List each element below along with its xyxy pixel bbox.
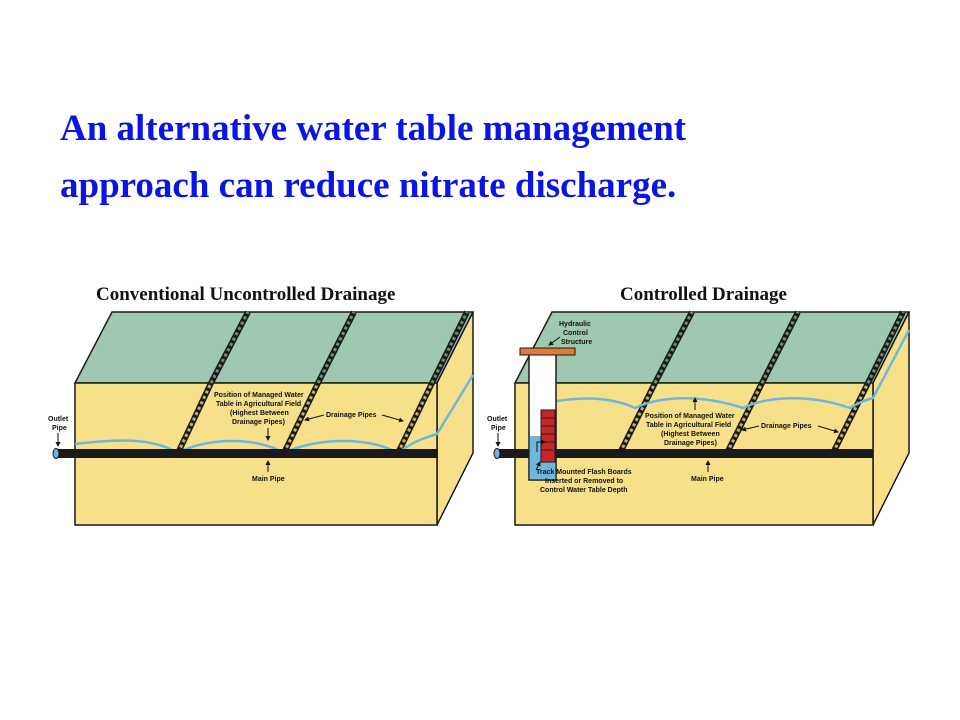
- slide-title: An alternative water table management ap…: [60, 100, 920, 214]
- left-drainage-pipes-label: Drainage Pipes: [326, 412, 377, 419]
- structure-inlet-arrow: [536, 439, 546, 452]
- left-drainage-arrow-right: [381, 414, 404, 423]
- right-outlet-pipe-end: [493, 448, 501, 459]
- right-drainage-pipes-label: Drainage Pipes: [761, 423, 812, 430]
- left-drainage-arrow-left: [304, 414, 325, 422]
- left-main-pipe-label: Main Pipe: [252, 476, 285, 483]
- left-water-label-line-2: Table in Agricultural Field: [216, 401, 301, 408]
- flash-board-stack: [540, 409, 556, 463]
- left-panel-diagram: Conventional Uncontrolled Drainage: [48, 284, 475, 526]
- left-outlet-label-line-1: Outlet: [48, 416, 69, 423]
- right-water-table-line: [539, 329, 911, 410]
- right-main-pipe-label: Main Pipe: [691, 476, 724, 483]
- right-outlet-label-line-1: Outlet: [487, 416, 508, 423]
- hydraulic-arrow: [548, 336, 561, 346]
- structure-cap: [519, 347, 576, 356]
- flash-boards-label-line-1: Track Mounted Flash Boards: [536, 469, 632, 476]
- left-water-label-line-3: (Highest Between: [230, 410, 289, 417]
- right-water-label-line-1: Position of Managed Water: [645, 413, 735, 420]
- hydraulic-control-structure: [519, 347, 576, 481]
- left-panel-title: Conventional Uncontrolled Drainage: [96, 284, 395, 305]
- left-main-pipe: [56, 449, 438, 458]
- left-water-label-line-4: Drainage Pipes): [232, 419, 285, 426]
- right-drainage-arrow-right: [817, 425, 839, 434]
- hydraulic-label-line-1: Hydraulic: [559, 321, 591, 328]
- hydraulic-label-line-3: Structure: [561, 339, 592, 346]
- left-soil-drain-pipes: [175, 381, 435, 455]
- left-field-surface: [73, 311, 475, 384]
- right-surface-drain-lines: [652, 310, 906, 385]
- flash-boards-label-line-3: Control Water Table Depth: [540, 487, 628, 494]
- right-panel-title: Controlled Drainage: [620, 284, 787, 305]
- left-water-label-line-1: Position of Managed Water: [214, 392, 304, 399]
- left-outlet-label-line-2: Pipe: [52, 425, 67, 432]
- right-water-label-line-4: Drainage Pipes): [664, 440, 717, 447]
- right-soil-drain-pipes: [617, 381, 871, 455]
- right-main-pipe: [497, 449, 873, 458]
- right-water-label-line-3: (Highest Between: [661, 431, 720, 438]
- hydraulic-label-line-2: Control: [563, 330, 588, 337]
- slide-title-line-2: approach can reduce nitrate discharge.: [60, 165, 677, 206]
- flash-boards-arrow: [535, 461, 541, 471]
- right-outlet-label-line-2: Pipe: [491, 425, 506, 432]
- left-surface-drain-lines: [208, 310, 470, 385]
- left-outlet-pipe-end: [52, 448, 60, 459]
- flash-boards-label-line-2: Inserted or Removed to: [545, 478, 623, 485]
- right-drainage-arrow-left: [741, 425, 760, 432]
- right-panel-diagram: Controlled Drainage: [487, 284, 911, 526]
- slide-title-line-1: An alternative water table management: [60, 108, 687, 149]
- right-water-label-line-2: Table in Agricultural Field: [646, 422, 731, 429]
